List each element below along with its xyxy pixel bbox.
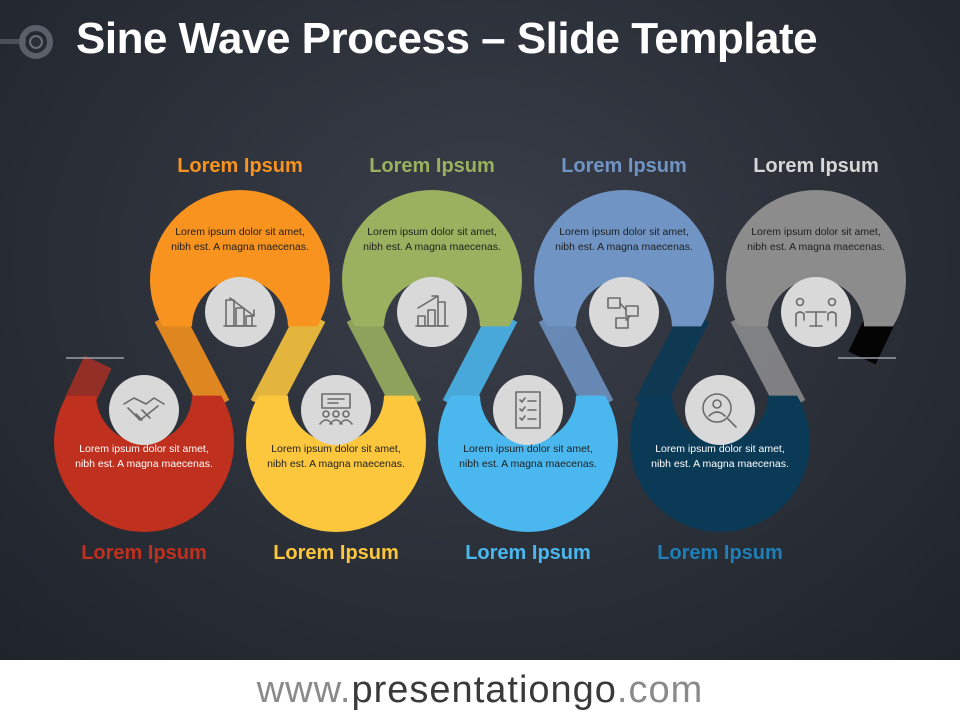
step-body-text: Lorem ipsum dolor sit amet, nibh est. A … [555, 226, 693, 253]
handshake-icon [109, 375, 179, 445]
step-3 [246, 375, 426, 533]
step-label: Lorem Ipsum [753, 155, 879, 177]
icon-disc [109, 375, 179, 445]
wave-connector [442, 308, 518, 414]
step-7 [630, 375, 810, 533]
step-shape [726, 189, 907, 327]
step-label: Lorem Ipsum [657, 542, 783, 564]
bar-chart-up-icon [397, 277, 467, 347]
step-body-text: Lorem ipsum dolor sit amet, nibh est. A … [747, 226, 885, 253]
slide: Sine Wave Process – Slide Template Lorem… [0, 0, 960, 660]
sine-wave-diagram [54, 189, 907, 533]
footer-suffix: .com [616, 669, 704, 711]
step-1 [54, 375, 234, 533]
step-body-text: Lorem ipsum dolor sit amet, nibh est. A … [651, 443, 789, 470]
step-8 [726, 189, 907, 347]
footer-domain: presentationgo [351, 669, 617, 711]
meeting-table-icon [781, 277, 851, 347]
step-label: Lorem Ipsum [81, 542, 207, 564]
step-label: Lorem Ipsum [465, 542, 591, 564]
icon-disc [397, 277, 467, 347]
step-body-text: Lorem ipsum dolor sit amet, nibh est. A … [459, 443, 597, 470]
step-shape [246, 395, 426, 533]
wave-connector [346, 308, 422, 414]
step-label: Lorem Ipsum [177, 155, 303, 177]
icon-disc [589, 277, 659, 347]
wave-connector [634, 308, 710, 414]
step-body-text: Lorem ipsum dolor sit amet, nibh est. A … [75, 443, 213, 470]
step-label: Lorem Ipsum [369, 155, 495, 177]
wave-connector [538, 308, 614, 414]
icon-disc [301, 375, 371, 445]
icon-disc [205, 277, 275, 347]
step-label: Lorem Ipsum [561, 155, 687, 177]
step-2 [150, 189, 330, 347]
step-shape [437, 395, 618, 533]
step-shape [150, 189, 330, 327]
logo-icon [0, 25, 53, 59]
step-shape [54, 395, 234, 533]
step-body-text: Lorem ipsum dolor sit amet, nibh est. A … [267, 443, 405, 470]
wave-connector [250, 308, 326, 414]
page-title: Sine Wave Process – Slide Template [76, 14, 818, 63]
step-5 [437, 375, 618, 533]
step-shape [342, 189, 522, 327]
checklist-icon [493, 375, 563, 445]
step-6 [534, 189, 714, 347]
step-shape [534, 189, 714, 327]
wave-connector [730, 308, 806, 414]
footer: www.presentationgo.com [0, 660, 960, 720]
icon-disc [685, 375, 755, 445]
step-body-text: Lorem ipsum dolor sit amet, nibh est. A … [363, 226, 501, 253]
wave-connector [154, 308, 230, 414]
user-search-icon [685, 375, 755, 445]
footer-prefix: www. [256, 669, 352, 711]
bar-chart-down-icon [205, 277, 275, 347]
step-shape [630, 395, 810, 533]
flowchart-icon [589, 277, 659, 347]
step-4 [342, 189, 522, 347]
presentation-meeting-icon [301, 375, 371, 445]
step-body-text: Lorem ipsum dolor sit amet, nibh est. A … [171, 226, 309, 253]
step-label: Lorem Ipsum [273, 542, 399, 564]
